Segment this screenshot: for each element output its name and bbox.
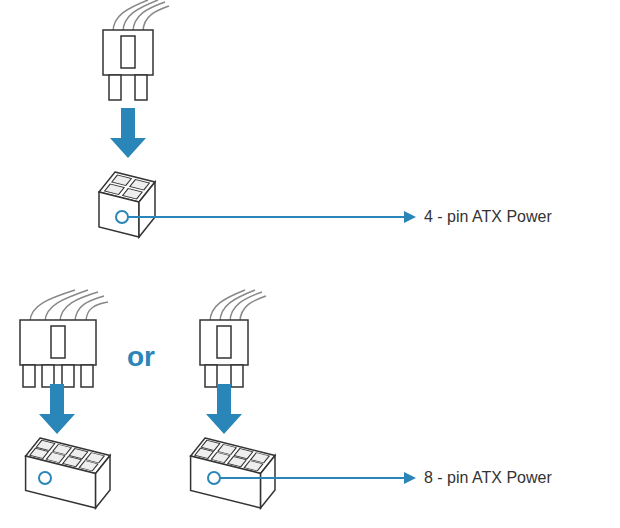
socket-4pin [99, 172, 155, 237]
down-arrow [206, 384, 242, 434]
down-arrow [39, 384, 75, 434]
leader-line [128, 216, 406, 218]
connector-label: 4 - pin ATX Power [424, 208, 552, 226]
leader-arrowhead [404, 211, 416, 223]
leader-line [220, 477, 406, 479]
marker-circle [208, 472, 220, 484]
down-arrow [110, 108, 146, 158]
socket-8pin [191, 438, 275, 508]
marker-circle [39, 472, 51, 484]
connector-label: 8 - pin ATX Power [424, 469, 552, 487]
leader-arrowhead [404, 472, 416, 484]
or-label: or [127, 341, 155, 373]
plug-8pin [20, 290, 108, 387]
socket-8pin [26, 438, 110, 508]
plug-4pin [200, 290, 266, 387]
plug-4pin [103, 0, 169, 100]
marker-circle [116, 211, 128, 223]
